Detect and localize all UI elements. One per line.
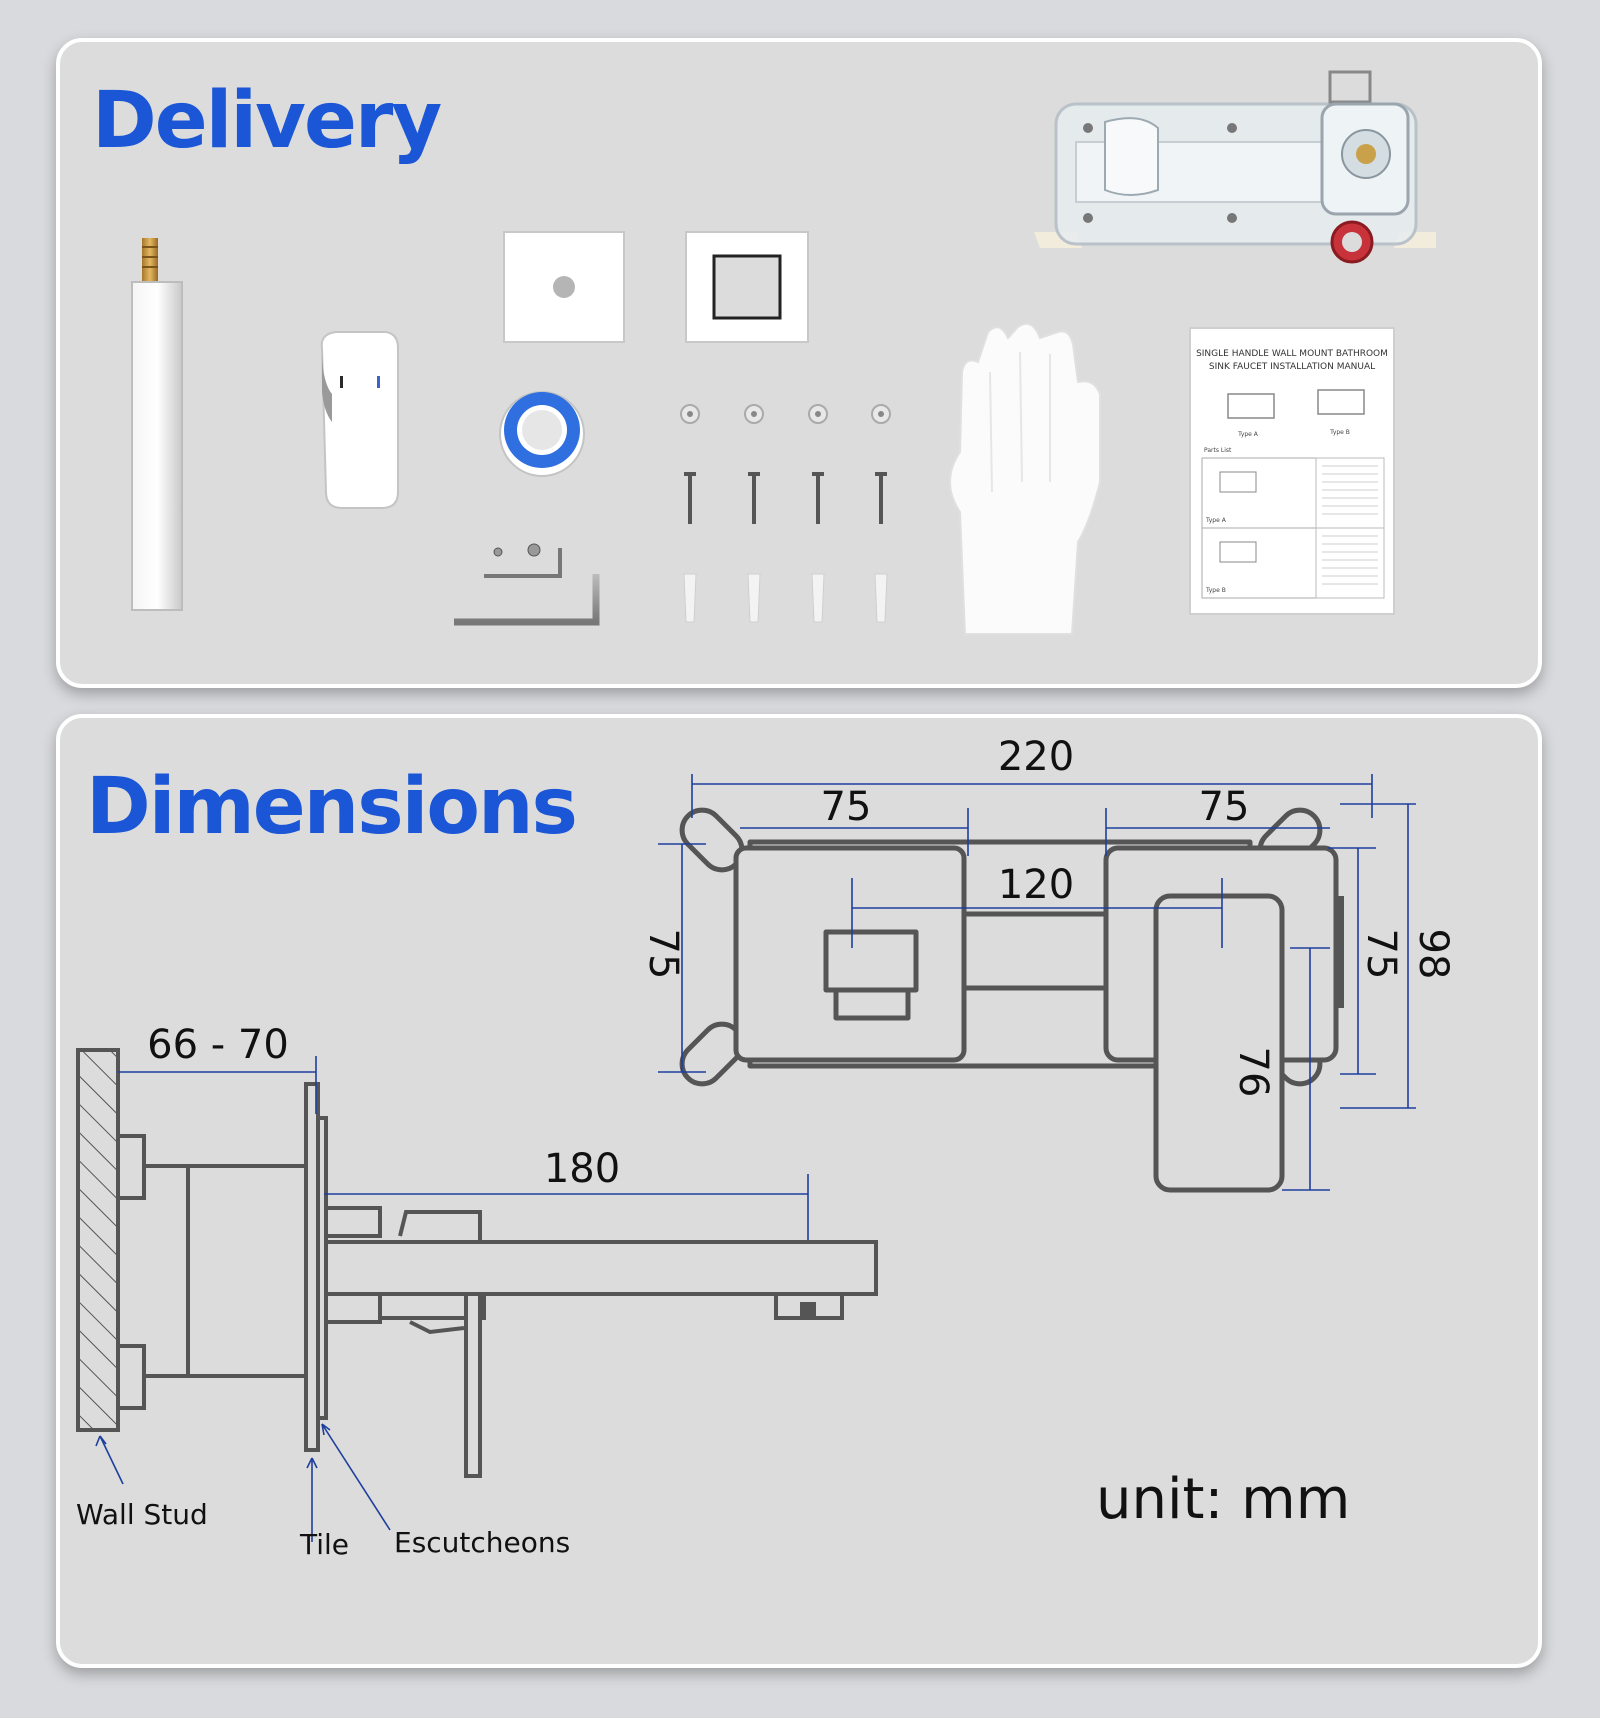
delivery-title: Delivery xyxy=(92,76,442,166)
screw xyxy=(684,472,696,524)
dim-left-section: 75 xyxy=(821,784,872,830)
wall-anchor xyxy=(683,573,697,623)
handle-outline xyxy=(1153,893,1285,1193)
side-handle xyxy=(464,1292,482,1478)
handle-part xyxy=(320,331,399,509)
dimensions-drawing: 220 75 75 120 75 75 98 76 xyxy=(76,734,1456,1561)
manual-type-a-header: Type A xyxy=(1237,431,1259,438)
dim-bracket-height: 98 xyxy=(1410,929,1456,980)
label-wall-stud: Wall Stud xyxy=(76,1498,208,1531)
screw xyxy=(748,472,760,524)
ptfe-tape xyxy=(499,391,585,477)
spout-part xyxy=(131,238,183,611)
side-view-drawing xyxy=(76,1048,878,1478)
manual-type-a-diagram: Type A xyxy=(1205,517,1227,524)
manual-title-line2: SINK FAUCET INSTALLATION MANUAL xyxy=(1209,362,1375,372)
dim-overall-width: 220 xyxy=(998,734,1074,780)
dim-wall-depth: 66 - 70 xyxy=(147,1022,289,1068)
unit-label: unit: mm xyxy=(1096,1467,1350,1532)
washer xyxy=(744,404,764,424)
side-view-dimensions xyxy=(95,1056,809,1542)
dim-spout-length: 180 xyxy=(544,1146,620,1192)
valve-body xyxy=(1034,70,1436,264)
installation-manual: SINGLE HANDLE WALL MOUNT BATHROOM SINK F… xyxy=(1189,327,1395,615)
dim-handle-height: 76 xyxy=(1230,1047,1276,1098)
dimensions-panel: Dimensions xyxy=(56,714,1542,1668)
manual-title-line1: SINGLE HANDLE WALL MOUNT BATHROOM xyxy=(1196,349,1388,359)
gloves xyxy=(949,322,1101,635)
hex-key-set xyxy=(454,543,600,626)
screw-set xyxy=(680,404,891,623)
dim-right-height: 75 xyxy=(1358,929,1404,980)
spout-connector-base xyxy=(833,987,911,1021)
dim-center-spacing: 120 xyxy=(998,862,1074,908)
top-view-dimensions xyxy=(658,774,1416,1191)
screw xyxy=(812,472,824,524)
delivery-illustration: SINGLE HANDLE WALL MOUNT BATHROOM SINK F… xyxy=(131,70,1436,635)
washer xyxy=(871,404,891,424)
manual-parts-list: Parts List xyxy=(1204,447,1232,454)
label-escutcheons: Escutcheons xyxy=(394,1526,570,1559)
top-view-drawing xyxy=(679,807,1344,1193)
screw xyxy=(875,472,887,524)
wall-stud-section xyxy=(76,1048,120,1432)
left-housing-block xyxy=(733,845,967,1063)
delivery-panel: Delivery xyxy=(56,38,1542,688)
wall-anchor xyxy=(811,573,825,623)
round-hole-escutcheon xyxy=(503,231,625,343)
dimensions-title: Dimensions xyxy=(86,762,578,852)
wall-anchor xyxy=(874,573,888,623)
washer xyxy=(680,404,700,424)
dim-left-height: 75 xyxy=(640,929,686,980)
wall-anchor xyxy=(747,573,761,623)
washer xyxy=(808,404,828,424)
spout-arm xyxy=(324,1240,878,1296)
label-tile: Tile xyxy=(299,1528,349,1561)
manual-type-b-diagram: Type B xyxy=(1205,587,1226,594)
dim-right-section: 75 xyxy=(1199,784,1250,830)
square-escutcheon xyxy=(685,231,809,343)
manual-type-b-header: Type B xyxy=(1329,429,1350,436)
